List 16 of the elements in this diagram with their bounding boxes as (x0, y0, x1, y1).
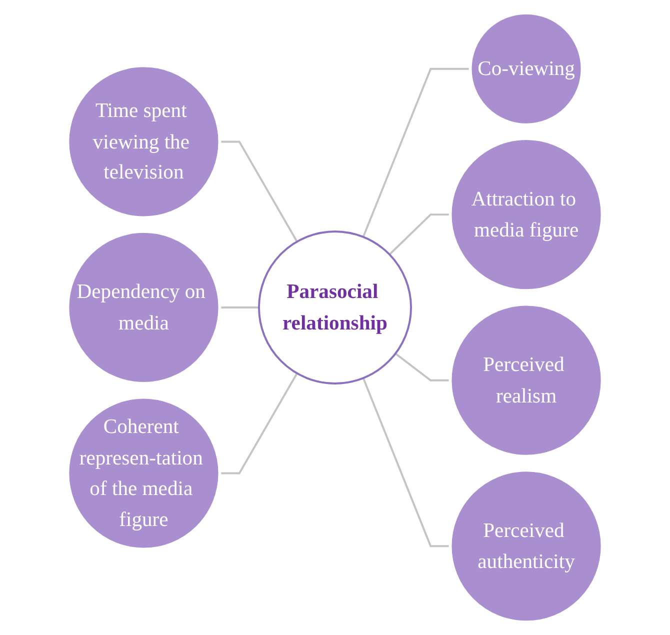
node-circle (66, 64, 222, 220)
node-circle (66, 396, 222, 551)
connector (362, 68, 470, 238)
node-circle (448, 468, 604, 624)
connector (220, 140, 298, 242)
connector (388, 214, 450, 256)
diagram-drawing: Parasocial relationship Co-viewing Attraction to media figure Perceived realism Perceived authenticity Time spent viewing the television Dependency on media Coherent represen-tation of the media figure (5, 5, 665, 630)
connector (220, 306, 259, 308)
node-circle (448, 137, 604, 292)
connector (394, 352, 450, 382)
connector (362, 378, 450, 548)
connector (220, 372, 298, 474)
node-circle (258, 230, 412, 384)
node-circle (468, 11, 584, 126)
node-circle (66, 230, 222, 385)
node-circle (448, 302, 604, 458)
